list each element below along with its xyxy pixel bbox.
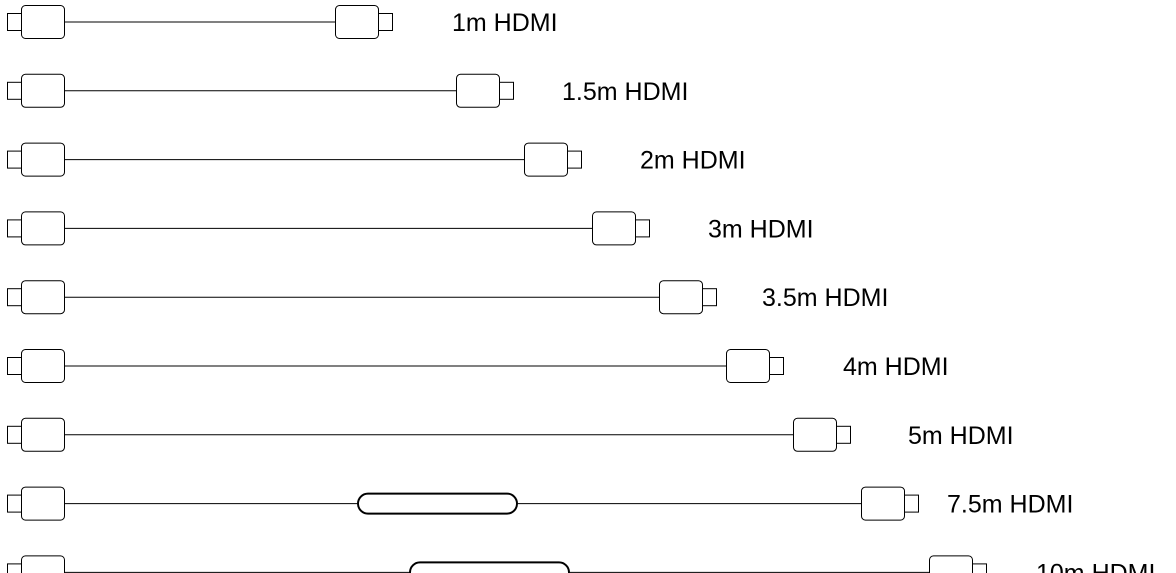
right-connector-tip bbox=[904, 494, 919, 513]
left-connector bbox=[21, 5, 65, 39]
hdmi-cable: 4m HDMI bbox=[7, 349, 949, 383]
left-connector-tip bbox=[7, 357, 22, 375]
hdmi-cable: 7.5m HDMI bbox=[7, 486, 1073, 521]
cable-label: 3.5m HDMI bbox=[762, 284, 888, 312]
right-connector-tip bbox=[769, 357, 784, 375]
right-connector-tip bbox=[567, 150, 582, 169]
hdmi-cable: 3.5m HDMI bbox=[7, 280, 888, 315]
right-connector-tip bbox=[836, 425, 851, 444]
left-connector bbox=[21, 417, 65, 452]
left-connector-tip bbox=[7, 288, 22, 307]
cable-label: 7.5m HDMI bbox=[947, 491, 1073, 519]
inline-module bbox=[409, 561, 570, 573]
right-connector bbox=[861, 486, 905, 521]
right-connector-tip bbox=[635, 219, 650, 238]
cable-label: 1.5m HDMI bbox=[562, 78, 688, 106]
hdmi-cable: 1.5m HDMI bbox=[7, 73, 688, 108]
left-connector bbox=[21, 280, 65, 315]
hdmi-cable: 1m HDMI bbox=[7, 5, 558, 39]
right-connector bbox=[793, 417, 837, 452]
left-connector-tip bbox=[7, 563, 22, 573]
right-connector-tip bbox=[378, 13, 393, 31]
left-connector-tip bbox=[7, 13, 22, 31]
right-connector bbox=[524, 142, 568, 177]
right-connector-tip bbox=[702, 288, 717, 307]
right-connector bbox=[659, 280, 703, 315]
left-connector bbox=[21, 486, 65, 521]
left-connector-tip bbox=[7, 425, 22, 444]
cable-label: 4m HDMI bbox=[843, 353, 949, 381]
left-connector-tip bbox=[7, 494, 22, 513]
hdmi-cable: 10m HDMI bbox=[7, 555, 1155, 573]
cable-label: 10m HDMI bbox=[1036, 559, 1155, 573]
cable-label: 2m HDMI bbox=[640, 147, 746, 175]
left-connector-tip bbox=[7, 81, 22, 100]
right-connector bbox=[456, 73, 500, 108]
left-connector-tip bbox=[7, 219, 22, 238]
cable-label: 1m HDMI bbox=[452, 9, 558, 37]
left-connector bbox=[21, 349, 65, 383]
cable-label: 3m HDMI bbox=[708, 215, 814, 243]
right-connector-tip bbox=[972, 563, 987, 573]
inline-module bbox=[357, 492, 518, 515]
right-connector bbox=[592, 211, 636, 246]
right-connector bbox=[726, 349, 770, 383]
left-connector bbox=[21, 142, 65, 177]
right-connector bbox=[929, 555, 973, 573]
left-connector bbox=[21, 555, 65, 573]
hdmi-cable: 3m HDMI bbox=[7, 211, 814, 246]
left-connector bbox=[21, 73, 65, 108]
left-connector-tip bbox=[7, 150, 22, 169]
cable-label: 5m HDMI bbox=[908, 422, 1014, 450]
hdmi-cable: 5m HDMI bbox=[7, 417, 1014, 452]
left-connector bbox=[21, 211, 65, 246]
right-connector-tip bbox=[499, 81, 514, 100]
hdmi-cable: 2m HDMI bbox=[7, 142, 746, 177]
right-connector bbox=[335, 5, 379, 39]
